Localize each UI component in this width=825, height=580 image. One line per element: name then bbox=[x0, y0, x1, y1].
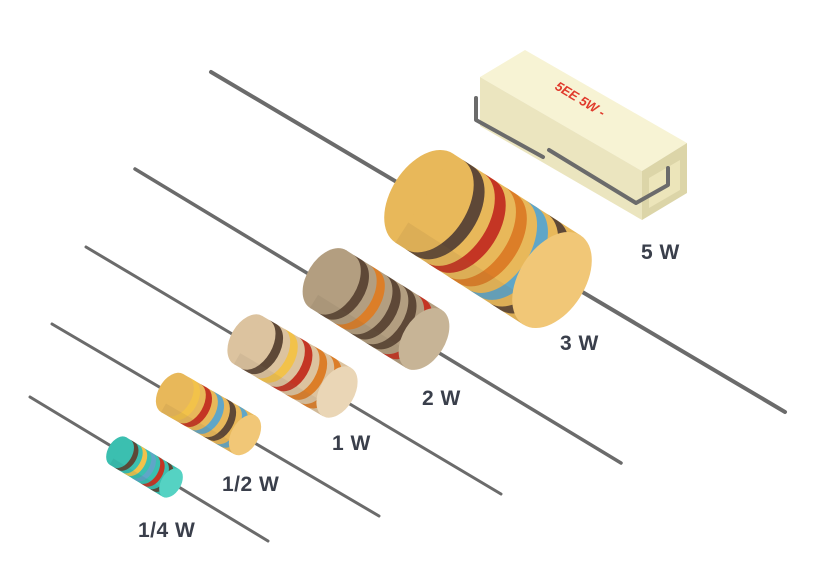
color-band-brown bbox=[202, 397, 237, 441]
color-band-yellow bbox=[166, 377, 200, 421]
resistor-body bbox=[384, 149, 592, 329]
label-one-watt: 1 W bbox=[332, 432, 371, 455]
body-shading bbox=[395, 222, 537, 325]
color-band-red bbox=[140, 455, 165, 487]
resistor-three-watt bbox=[209, 70, 787, 414]
label-five-watt: 5 W bbox=[641, 241, 680, 264]
color-band-brown bbox=[317, 254, 369, 320]
body-front-cap bbox=[316, 366, 358, 418]
resistor-one-watt bbox=[84, 245, 503, 496]
body-front-cap bbox=[512, 231, 592, 329]
body-front-cap bbox=[159, 468, 183, 498]
resistor-two-watt bbox=[133, 167, 623, 465]
ceramic-lead-right bbox=[547, 148, 670, 205]
color-band-blue bbox=[131, 450, 156, 482]
body-shading bbox=[233, 353, 330, 417]
color-band-brown bbox=[349, 274, 401, 340]
color-band-yellow bbox=[255, 328, 298, 383]
color-band-red bbox=[426, 173, 506, 273]
color-band-blue bbox=[190, 391, 225, 434]
color-band-red bbox=[270, 337, 313, 392]
body-front-cap bbox=[228, 414, 262, 456]
label-two-watt: 2 W bbox=[422, 387, 461, 410]
ceramic-resistor-five-watt: 5EE 5W - bbox=[474, 50, 687, 220]
body-shading bbox=[309, 294, 415, 368]
resistor-quarter-watt bbox=[28, 395, 270, 543]
color-band-orange bbox=[447, 186, 527, 287]
body-shading bbox=[161, 403, 239, 455]
ceramic-lead-left bbox=[474, 96, 545, 159]
color-band-yellow bbox=[122, 445, 148, 477]
resistor-body bbox=[227, 314, 358, 418]
ceramic-top-face bbox=[480, 50, 687, 171]
color-band-brown bbox=[405, 159, 485, 260]
color-band-orange bbox=[284, 345, 328, 400]
resistor-body bbox=[106, 436, 183, 498]
color-band-brown bbox=[240, 319, 284, 375]
color-band-brown bbox=[113, 439, 139, 471]
resistor-half-watt bbox=[50, 322, 381, 518]
resistor-body bbox=[155, 372, 262, 456]
color-band-red bbox=[178, 384, 213, 428]
ceramic-end-recess bbox=[649, 160, 680, 208]
color-band-orange bbox=[333, 264, 385, 330]
label-three-watt: 3 W bbox=[560, 332, 599, 355]
resistor-body bbox=[302, 248, 450, 370]
label-quarter-watt: 1/4 W bbox=[138, 519, 196, 542]
body-shading bbox=[109, 458, 167, 497]
body-front-cap bbox=[398, 308, 450, 370]
label-half-watt: 1/2 W bbox=[222, 473, 280, 496]
